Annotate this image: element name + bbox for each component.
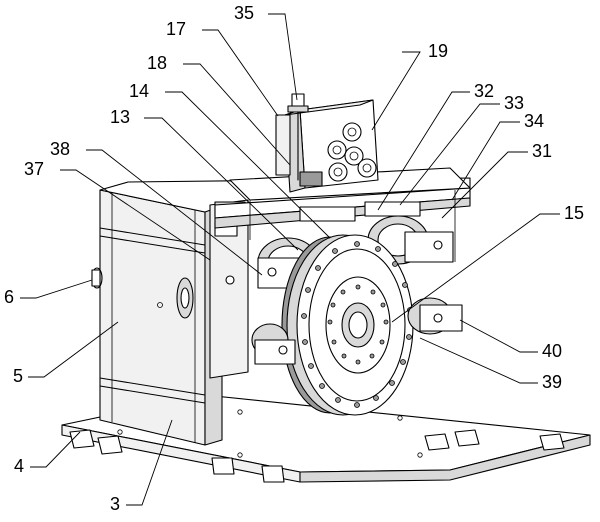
- wheel-inner-bolts: [327, 284, 389, 365]
- left-frame: [99, 177, 471, 446]
- label-6: 6: [4, 287, 14, 307]
- label-32: 32: [474, 81, 494, 101]
- label-39: 39: [542, 372, 562, 392]
- label-37: 37: [24, 159, 44, 179]
- label-17: 17: [166, 19, 186, 39]
- label-4: 4: [14, 456, 24, 476]
- label-35: 35: [234, 3, 254, 23]
- label-31: 31: [532, 141, 552, 161]
- reference-labels: 35 17 19 18 14 32 33 13 34 38 31 37 15 6…: [4, 3, 584, 514]
- main-wheel: [281, 234, 414, 416]
- label-13: 13: [110, 107, 130, 127]
- label-3: 3: [110, 494, 120, 514]
- lower-rollers: [251, 297, 463, 365]
- motor-box: [284, 99, 379, 193]
- label-15: 15: [564, 203, 584, 223]
- screw-top: [275, 93, 323, 187]
- label-38: 38: [50, 139, 70, 159]
- label-34: 34: [524, 111, 544, 131]
- label-33: 33: [504, 93, 524, 113]
- shaft-ends: [91, 267, 194, 319]
- label-14: 14: [129, 81, 149, 101]
- label-40: 40: [542, 341, 562, 361]
- feet: [69, 429, 565, 483]
- label-5: 5: [13, 366, 23, 386]
- leader-lines: [20, 13, 560, 506]
- label-19: 19: [428, 41, 448, 61]
- label-18: 18: [147, 53, 167, 73]
- upper-rollers: [257, 215, 454, 289]
